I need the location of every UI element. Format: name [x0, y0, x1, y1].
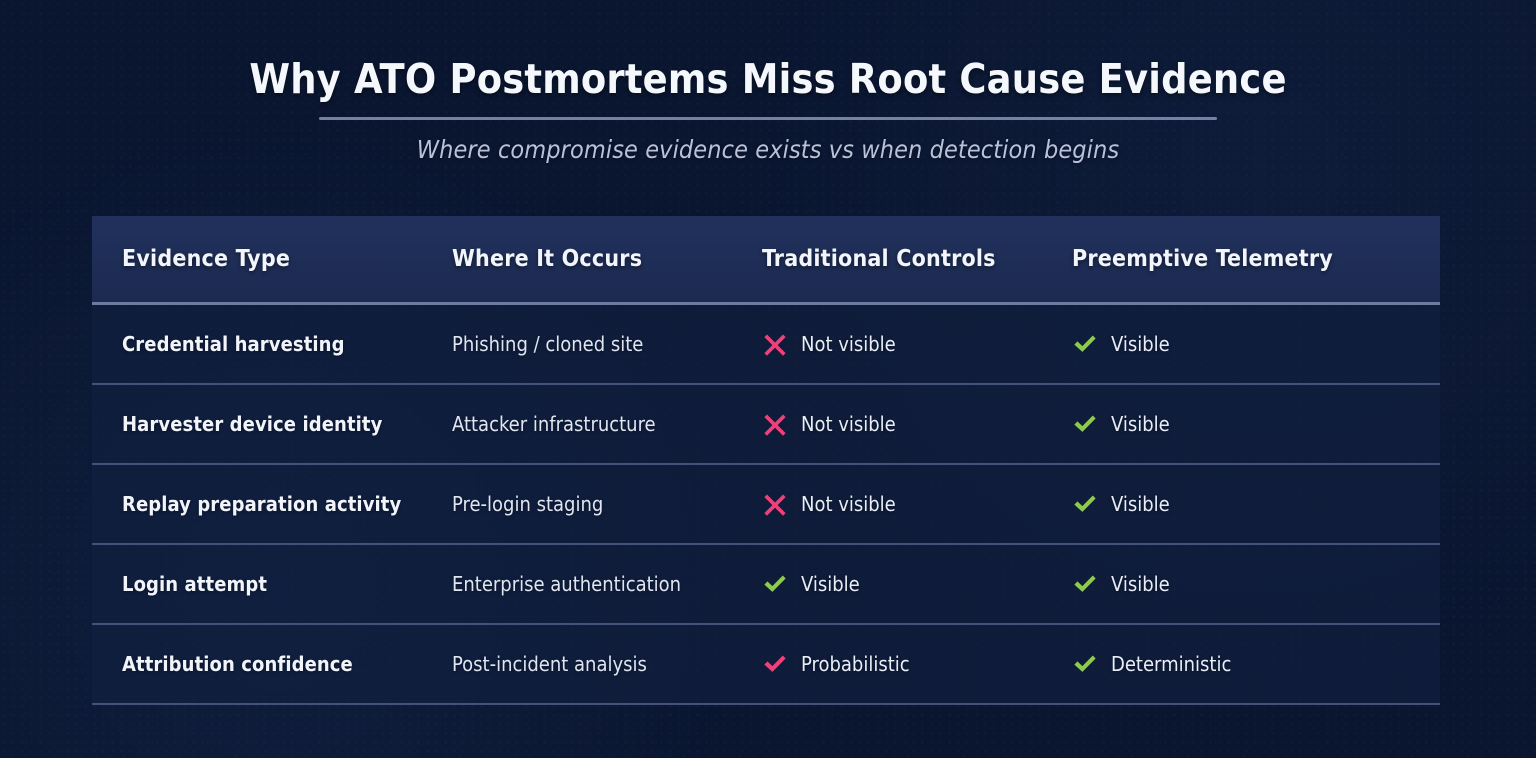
status-label: Visible [1111, 412, 1170, 436]
status-label: Deterministic [1111, 652, 1232, 676]
cell-where-it-occurs: Phishing / cloned site [422, 303, 732, 385]
cell-traditional-controls: Not visible [732, 384, 1042, 465]
check-icon [1072, 331, 1098, 357]
check-icon [762, 571, 788, 597]
cell-preemptive-telemetry: Visible [1042, 303, 1440, 385]
cell-preemptive-telemetry: Deterministic [1042, 624, 1440, 705]
cell-where-it-occurs: Post-incident analysis [422, 624, 732, 705]
cell-evidence-type: Credential harvesting [92, 303, 422, 385]
cross-icon [762, 491, 788, 517]
status-label: Visible [1111, 572, 1170, 596]
cell-where-it-occurs: Enterprise authentication [422, 544, 732, 625]
status-label: Probabilistic [801, 652, 910, 676]
cross-icon [762, 331, 788, 357]
cell-where-it-occurs: Attacker infrastructure [422, 384, 732, 465]
cell-evidence-type: Replay preparation activity [92, 464, 422, 545]
cross-icon [762, 411, 788, 437]
cell-traditional-controls: Not visible [732, 464, 1042, 545]
table-header-row: Evidence Type Where It Occurs Traditiona… [92, 216, 1440, 305]
cell-preemptive-telemetry: Visible [1042, 464, 1440, 545]
check-icon [1072, 491, 1098, 517]
status-label: Not visible [801, 412, 896, 436]
cell-preemptive-telemetry: Visible [1042, 384, 1440, 465]
status-label: Visible [1111, 492, 1170, 516]
status-label: Not visible [801, 332, 896, 356]
cell-traditional-controls: Probabilistic [732, 624, 1042, 705]
cell-preemptive-telemetry: Visible [1042, 544, 1440, 625]
check-icon [1072, 651, 1098, 677]
column-header-preemptive-telemetry: Preemptive Telemetry [1042, 216, 1440, 305]
column-header-where-it-occurs: Where It Occurs [422, 216, 732, 305]
cell-evidence-type: Attribution confidence [92, 624, 422, 705]
status-label: Visible [801, 572, 860, 596]
cell-traditional-controls: Not visible [732, 303, 1042, 385]
column-header-evidence-type: Evidence Type [92, 216, 422, 305]
table-head: Evidence Type Where It Occurs Traditiona… [92, 216, 1440, 305]
check-icon [762, 651, 788, 677]
evidence-table-wrapper: Evidence Type Where It Occurs Traditiona… [92, 216, 1440, 705]
cell-evidence-type: Harvester device identity [92, 384, 422, 465]
check-icon [1072, 571, 1098, 597]
check-icon [1072, 411, 1098, 437]
page-subtitle: Where compromise evidence exists vs when… [416, 135, 1120, 165]
cell-evidence-type: Login attempt [92, 544, 422, 625]
evidence-table: Evidence Type Where It Occurs Traditiona… [92, 216, 1440, 705]
cell-traditional-controls: Visible [732, 544, 1042, 625]
column-header-traditional-controls: Traditional Controls [732, 216, 1042, 305]
page-title: Why ATO Postmortems Miss Root Cause Evid… [249, 55, 1287, 103]
status-label: Visible [1111, 332, 1170, 356]
title-divider [319, 117, 1217, 121]
cell-where-it-occurs: Pre-login staging [422, 464, 732, 545]
header-block: Why ATO Postmortems Miss Root Cause Evid… [0, 0, 1536, 164]
status-label: Not visible [801, 492, 896, 516]
